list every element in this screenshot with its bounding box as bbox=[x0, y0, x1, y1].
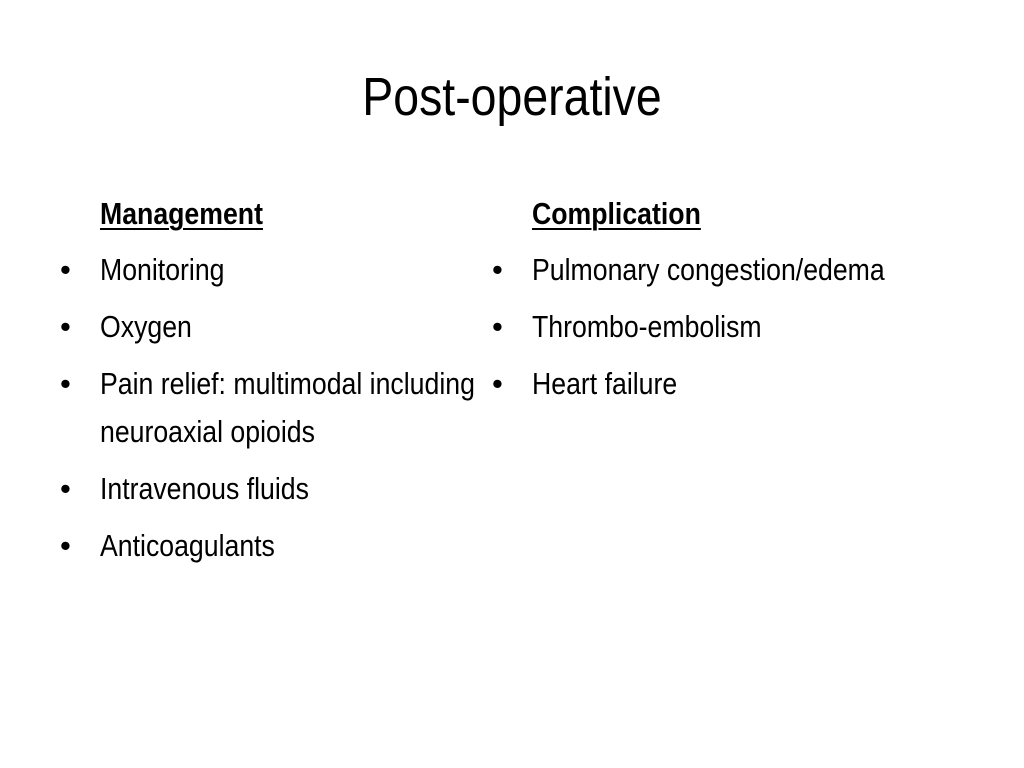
list-item-text: Oxygen bbox=[100, 309, 192, 344]
bullet-icon: • bbox=[60, 528, 71, 563]
list-item: • Pulmonary congestion/edema bbox=[488, 246, 928, 294]
management-column: Management • Monitoring • Oxygen • Pain … bbox=[56, 190, 476, 579]
list-item-text: Intravenous fluids bbox=[100, 471, 309, 506]
list-item: • Pain relief: multimodal including neur… bbox=[56, 360, 476, 456]
complication-column: Complication • Pulmonary congestion/edem… bbox=[488, 190, 928, 417]
management-heading: Management bbox=[100, 196, 263, 231]
list-item: • Heart failure bbox=[488, 360, 928, 408]
list-item-text: Anticoagulants bbox=[100, 528, 275, 563]
bullet-icon: • bbox=[60, 366, 71, 401]
list-item: • Monitoring bbox=[56, 246, 476, 294]
management-list: • Monitoring • Oxygen • Pain relief: mul… bbox=[56, 246, 476, 570]
complication-list: • Pulmonary congestion/edema • Thrombo-e… bbox=[488, 246, 928, 408]
list-item-text: Pain relief: multimodal including neuroa… bbox=[100, 366, 475, 449]
bullet-icon: • bbox=[492, 309, 503, 344]
bullet-icon: • bbox=[60, 471, 71, 506]
list-item-text: Pulmonary congestion/edema bbox=[532, 252, 885, 287]
bullet-icon: • bbox=[60, 252, 71, 287]
complication-heading: Complication bbox=[532, 196, 701, 231]
bullet-icon: • bbox=[492, 252, 503, 287]
list-item-text: Monitoring bbox=[100, 252, 225, 287]
list-item: • Thrombo-embolism bbox=[488, 303, 928, 351]
slide-title: Post-operative bbox=[362, 67, 662, 127]
bullet-icon: • bbox=[60, 309, 71, 344]
list-item: • Oxygen bbox=[56, 303, 476, 351]
list-item: • Intravenous fluids bbox=[56, 465, 476, 513]
bullet-icon: • bbox=[492, 366, 503, 401]
list-item-text: Thrombo-embolism bbox=[532, 309, 762, 344]
list-item-text: Heart failure bbox=[532, 366, 678, 401]
list-item: • Anticoagulants bbox=[56, 522, 476, 570]
